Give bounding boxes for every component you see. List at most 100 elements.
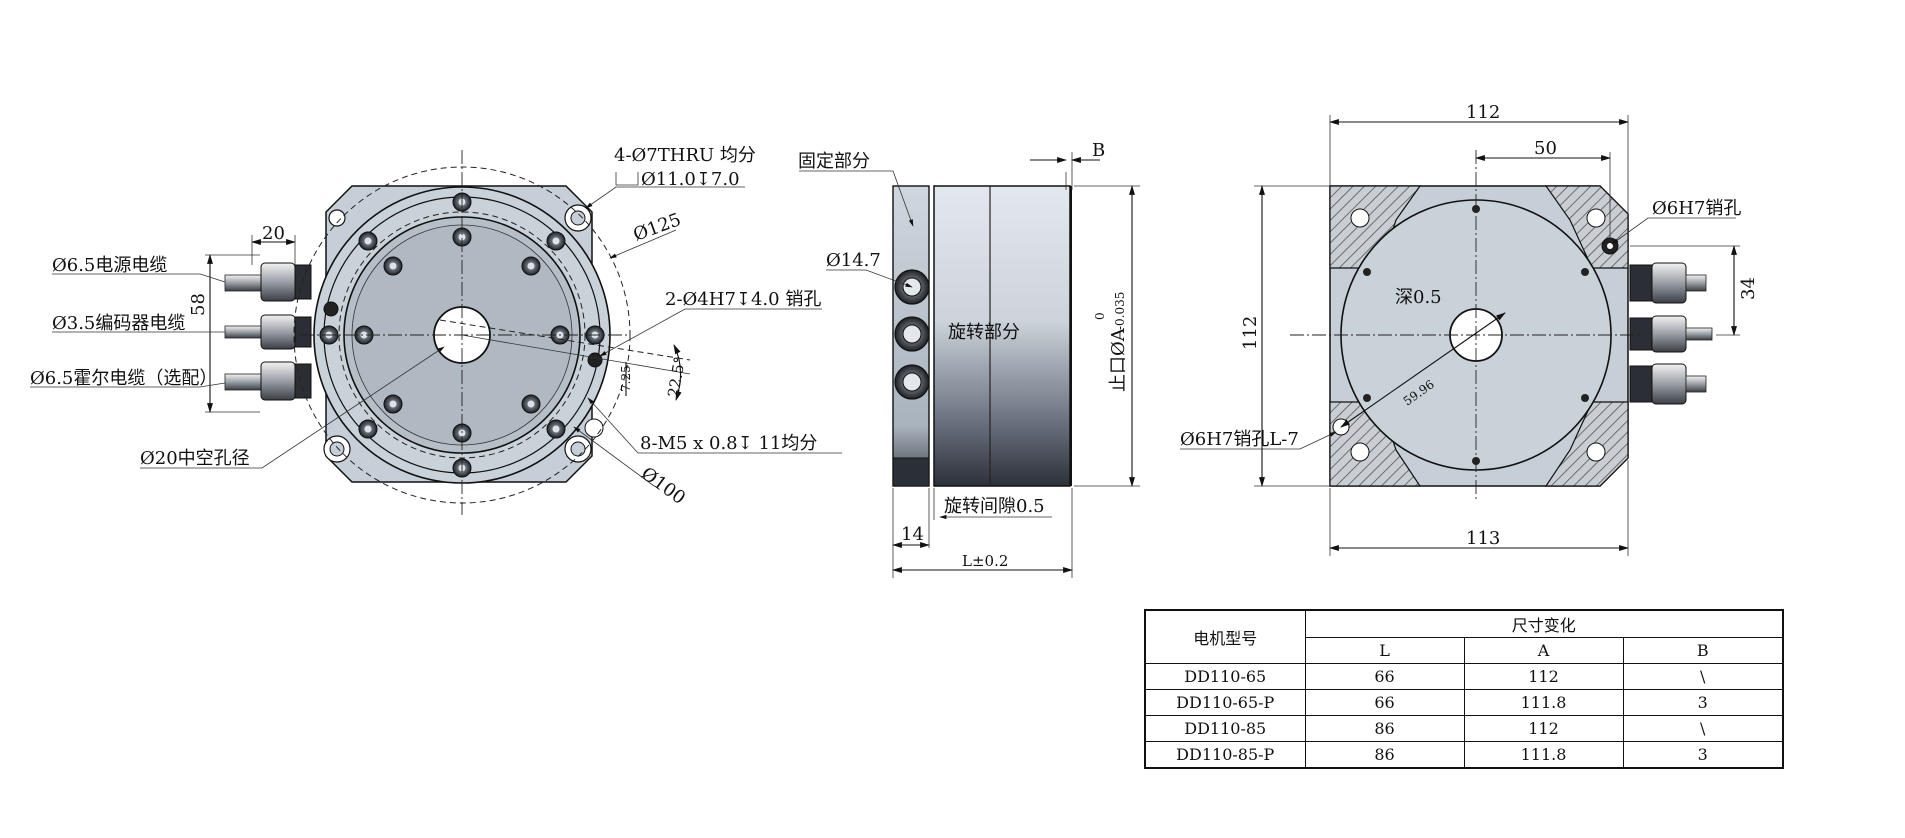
row-b: \ — [1622, 715, 1784, 742]
pin-hole-bottom-label: Ø6H7销孔L-7 — [1180, 429, 1299, 450]
tapped-holes-leader — [587, 397, 842, 454]
rear-view: 59.96 深0.5 112 50 Ø6H7销孔 34 112 Ø6H7销孔L-… — [1180, 102, 1759, 556]
corner-hole-br-inner — [570, 441, 586, 457]
rear-hole-top — [1472, 205, 1480, 213]
fixed-part-label: 固定部分 — [798, 151, 870, 172]
power-cable-wire — [224, 274, 262, 292]
power-cable-gland — [260, 262, 296, 302]
inner-bolt-center — [389, 262, 397, 270]
pin-hole-top-label: Ø6H7销孔 — [1652, 198, 1741, 219]
hall-cable-nut — [294, 363, 312, 399]
hall-cable-label: Ø6.5霍尔电缆（选配） — [30, 368, 217, 389]
spigot-label: 止口ØA — [1108, 327, 1129, 392]
dimension-table: 电机型号 尺寸变化 L A B DD110-65 66 112 \ DD110-… — [1144, 609, 1784, 769]
rotor-seam-2 — [1070, 186, 1072, 486]
rear-cable-wire-2 — [1685, 327, 1713, 341]
rear-cable-nut-1 — [1629, 264, 1653, 302]
rear-hole-tr — [1581, 268, 1589, 276]
fixed-part-base — [892, 457, 930, 487]
encoder-cable-gland — [260, 314, 296, 350]
rear-cable-gland-2 — [1651, 315, 1687, 353]
col-b-header: B — [1622, 636, 1784, 664]
row-model: DD110-85-P — [1144, 741, 1306, 769]
row-b: 3 — [1622, 741, 1784, 769]
rear-hole-br — [1581, 394, 1589, 402]
cable-bundle — [224, 262, 312, 401]
row-l: 86 — [1304, 715, 1465, 742]
dim-50-label: 50 — [1534, 138, 1557, 159]
power-cable-label: Ø6.5电源电缆 — [52, 255, 167, 276]
rear-cable-wire-3 — [1685, 375, 1707, 393]
rear-cable-nut-2 — [1629, 317, 1653, 351]
spigot-tol-lower: -0.035 — [1113, 292, 1127, 330]
dim-112-top-label: 112 — [1466, 102, 1500, 123]
row-model: DD110-65 — [1144, 663, 1306, 690]
angle-ref-line-2 — [461, 334, 691, 375]
inner-bolt-group — [354, 325, 374, 345]
counterbore-label: Ø11.0↧7.0 — [641, 169, 740, 190]
rear-cable-nut-3 — [1629, 365, 1653, 403]
rear-hole-bl — [1363, 394, 1371, 402]
row-l: 66 — [1304, 689, 1465, 716]
inner-bolt-center — [458, 233, 466, 241]
inner-bolt-center — [389, 400, 397, 408]
size-header: 尺寸变化 — [1304, 609, 1784, 638]
outer-bolt-center — [552, 237, 560, 245]
power-cable-leader — [52, 273, 226, 283]
dia-100-leader — [573, 426, 655, 487]
dim-b-label: B — [1092, 140, 1105, 161]
inner-bolt-group — [521, 256, 541, 276]
row-model: DD110-85 — [1144, 715, 1306, 742]
pin-hole-left — [323, 301, 339, 317]
row-a: 112 — [1463, 663, 1624, 690]
side-hole — [584, 418, 604, 438]
rotation-gap-label: 旋转间隙0.5 — [944, 496, 1045, 517]
outer-bolt-center — [364, 425, 372, 433]
outer-bolt-center — [552, 425, 560, 433]
encoder-cable-label: Ø3.5编码器电缆 — [52, 313, 185, 334]
rear-cable-gland-3 — [1651, 363, 1687, 405]
pin-hole-bottom-leader — [1180, 431, 1337, 450]
dim-58-label: 58 — [188, 293, 209, 316]
rotating-part-body — [933, 185, 1071, 487]
inner-bolts — [354, 227, 570, 443]
row-a: 112 — [1463, 715, 1624, 742]
row-l: 86 — [1304, 741, 1465, 769]
row-model: DD110-65-P — [1144, 689, 1306, 716]
hollow-bore-label: Ø20中空孔径 — [140, 448, 250, 469]
outer-bolt-group — [358, 231, 378, 251]
connector-3-core — [902, 372, 922, 392]
row-a: 111.8 — [1463, 689, 1624, 716]
table-row: DD110-65-P 66 111.8 3 — [1144, 689, 1784, 716]
model-header: 电机型号 — [1144, 609, 1306, 664]
col-a-header: A — [1463, 636, 1624, 664]
spigot-tol-upper: 0 — [1093, 312, 1107, 320]
tapped-holes-label: 8-M5 x 0.8↧ 11均分 — [640, 433, 817, 454]
rear-cable-bundle — [1629, 262, 1713, 405]
corner-hole-tl — [328, 209, 346, 227]
rear-pin-hole-top-center — [1607, 243, 1613, 249]
hollow-bore-leader — [140, 346, 445, 469]
inner-bolt-group — [383, 256, 403, 276]
dim-112-left-label: 112 — [1240, 316, 1261, 350]
dim-113-label: 113 — [1466, 528, 1500, 549]
outer-bolt-group — [546, 231, 566, 251]
pin-hole-top-leader — [1611, 217, 1736, 245]
dim-34-label: 34 — [1738, 277, 1759, 300]
inner-bolt-center — [527, 400, 535, 408]
front-view: 20 58 Ø6.5电源电缆 Ø3.5编码器电缆 Ø6.5霍尔电缆（选配） Ø2… — [30, 145, 842, 515]
table-row: DD110-85-P 86 111.8 3 — [1144, 741, 1784, 769]
dia-125-label: Ø125 — [631, 209, 684, 246]
hatch-br — [1544, 401, 1629, 487]
col-l-header: L — [1304, 636, 1465, 664]
outer-bolt-group — [358, 419, 378, 439]
dim-14-label: 14 — [901, 524, 924, 545]
hall-cable-wire — [224, 373, 262, 391]
thru-holes-label: 4-Ø7THRU 均分 — [614, 145, 756, 166]
depth-label: 深0.5 — [1395, 287, 1442, 308]
length-label: L±0.2 — [962, 552, 1008, 570]
rear-cable-gland-1 — [1651, 262, 1687, 304]
corner-hole-tr-inner — [570, 210, 586, 226]
rear-hole-tl — [1363, 268, 1371, 276]
rear-corner-hole-br — [1586, 442, 1606, 462]
